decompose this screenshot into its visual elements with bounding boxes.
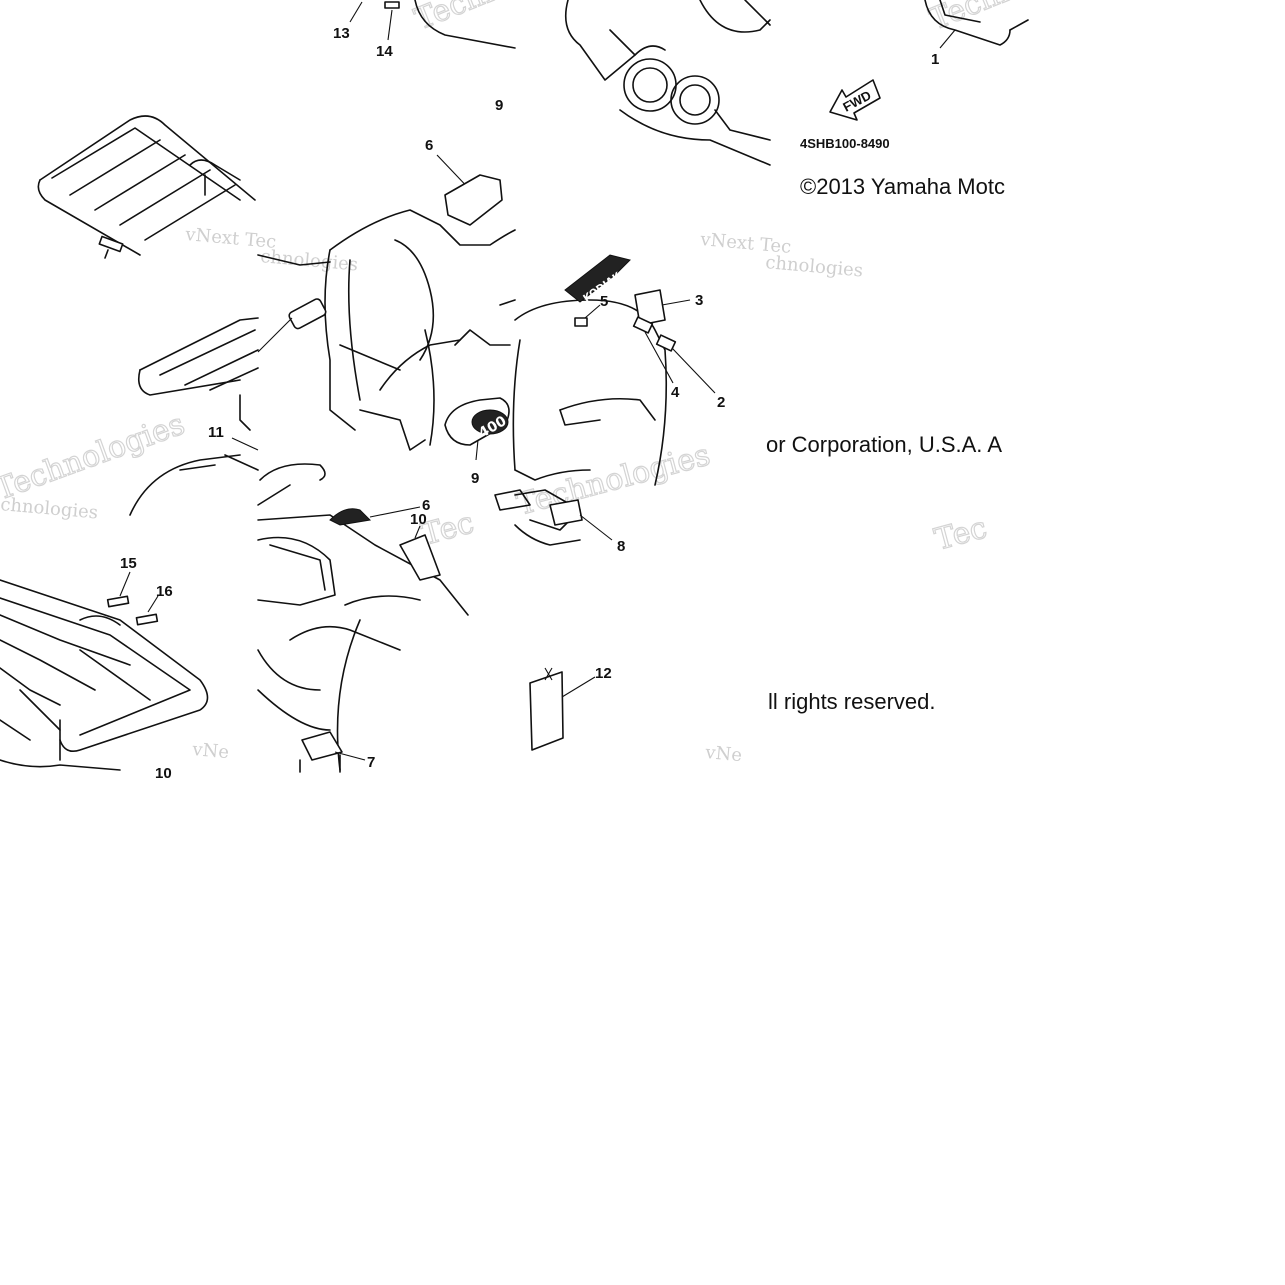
copyright-line-2: or Corporation, U.S.A. A [766, 432, 1002, 457]
watermark-text: vNe [704, 742, 743, 766]
front-rack-drawing: 1 [924, 0, 1029, 68]
callout-12-group: 12 [529, 665, 612, 751]
callout-13-group: 13 [333, 1, 363, 42]
callout-3: 3 [695, 292, 703, 309]
part-number: 4SHB100-8490 [800, 136, 890, 151]
callout-1: 1 [931, 51, 939, 68]
callout-15: 15 [120, 555, 137, 572]
callout-10-bottom: 10 [155, 765, 172, 782]
watermark-text: chnologies [765, 252, 864, 281]
watermark-text: Techno [410, 0, 524, 37]
callout-11: 11 [208, 424, 224, 441]
callout-4: 4 [671, 384, 680, 401]
front-fender-drawing [564, 0, 771, 166]
callout-7: 7 [367, 754, 375, 771]
rack-edge [414, 0, 516, 49]
copyright-line-1: ©2013 Yamaha Motc [800, 174, 1005, 199]
callout-6: 6 [425, 137, 433, 154]
callout-8: 8 [617, 538, 625, 555]
callout-14-group: 14 [376, 1, 400, 60]
callout-14: 14 [376, 43, 393, 60]
callout-11-group: 11 [208, 424, 259, 451]
callout-12: 12 [595, 665, 612, 682]
callout-16: 16 [156, 583, 173, 600]
watermark-text: chnologies [260, 246, 359, 275]
watermark-text: vNe [191, 739, 230, 763]
watermark-text: Technologies [0, 407, 189, 508]
watermark-text: chnologies [0, 494, 99, 523]
callout-6-lower: 6 [422, 497, 430, 514]
fwd-arrow: FWD [829, 79, 881, 121]
callout-2: 2 [717, 394, 725, 411]
emblem-400: 400 9 [444, 397, 510, 487]
bottom-rack-drawing: 15 16 10 [0, 555, 209, 782]
copyright-line-3: ll rights reserved. [768, 689, 936, 714]
rear-rack-drawing [37, 115, 256, 259]
callout-13: 13 [333, 25, 350, 42]
callout-6-group: 6 [425, 137, 503, 226]
watermark-text: Technologies [513, 438, 714, 523]
rear-fender-drawing [129, 209, 516, 516]
rear-fender-lower-drawing: 6 10 7 [257, 497, 469, 773]
callout-9-lower: 9 [471, 470, 479, 487]
callout-9: 9 [495, 97, 503, 114]
callout-5: 5 [600, 293, 608, 310]
watermark-text: Tec [931, 510, 991, 557]
watermarks: Techno Techno vNext Tec vNext Tec chnolo… [0, 0, 1040, 766]
callout-10: 10 [410, 511, 427, 528]
callout-8-group: 8 [494, 489, 625, 555]
